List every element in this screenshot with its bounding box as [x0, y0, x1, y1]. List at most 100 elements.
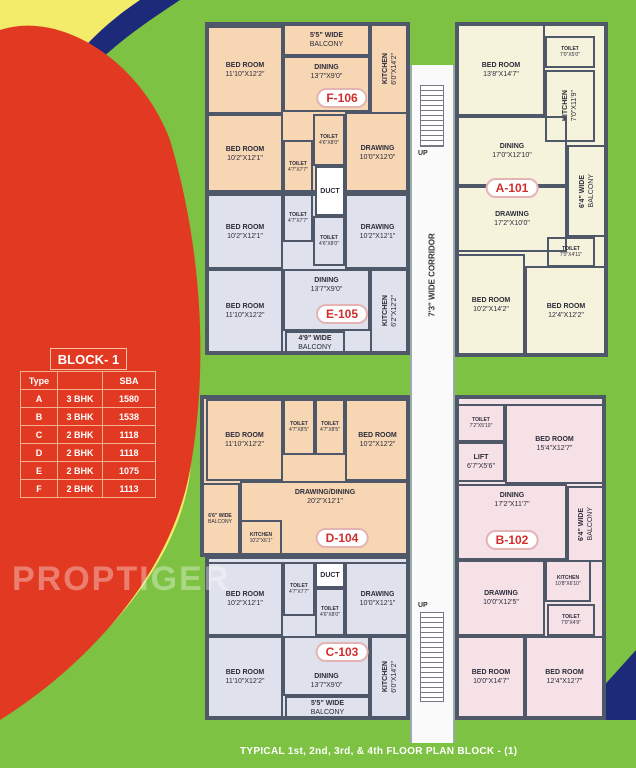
room-bed-room: BED ROOM 12'4"X12'7"	[525, 636, 604, 718]
room-name: BED ROOM	[225, 432, 264, 439]
room-dimensions: 17'2"X10'0"	[494, 220, 530, 227]
unit-badge-c-103: C-103	[315, 642, 369, 662]
room-name: BED ROOM	[546, 302, 586, 310]
room-name: TOILET	[290, 583, 308, 589]
room-dimensions: 7'0"X5'0"	[560, 52, 580, 58]
room-dimensions: 7'0"X11'9"	[571, 90, 578, 122]
unit-d-104	[200, 395, 410, 557]
room-dimensions: 6'2"X12'2"	[391, 295, 398, 327]
room-wide: 5'5" WIDE BALCONY	[285, 696, 370, 720]
unit-badge-a-101: A-101	[485, 178, 539, 198]
cell-bhk: 2 BHK	[57, 479, 103, 498]
up-label-top: UP	[418, 150, 428, 157]
cell-type: B	[20, 407, 58, 426]
room-name: BED ROOM	[225, 303, 265, 310]
room-dimensions: 10'2"X12'1"	[227, 155, 263, 162]
room-name: KITCHEN	[382, 661, 389, 693]
room-dimensions: BALCONY	[309, 41, 344, 48]
room-dimensions: BALCONY	[298, 344, 332, 351]
room-dimensions: 10'2"X12'1"	[359, 232, 396, 240]
cell-bhk: 2 BHK	[57, 425, 103, 444]
room-dimensions: 11'10"X12'2"	[225, 71, 265, 78]
room-name: DRAWING	[495, 211, 529, 218]
unit-badge-f-106: F-106	[316, 88, 368, 108]
room-dimensions: 4'7"X7'7"	[289, 589, 309, 595]
room-name: TOILET	[290, 421, 308, 427]
room-dimensions: 12'4"X12'7"	[546, 678, 583, 685]
room-dimensions: 4'7"X8'5"	[289, 427, 309, 433]
room-dimensions: 10'2"X6'1"	[249, 537, 273, 544]
room-dimensions: 10'0"X12'5"	[483, 599, 519, 606]
room-name: BED ROOM	[545, 669, 584, 676]
room-dimensions: 10'0"X12'1"	[359, 600, 396, 607]
room-name: TOILET	[472, 417, 490, 423]
room-dimensions: 11'10"X12'2"	[225, 678, 265, 685]
room-dimensions: 10'2"X12'2"	[359, 441, 396, 448]
room-name: 5'5" WIDE	[311, 700, 344, 707]
room-name: 6'6" WIDE	[208, 513, 232, 519]
room-name: LIFT	[473, 454, 489, 461]
room-name: BED ROOM	[225, 669, 265, 676]
room-lift: LIFT 6'7"X5'6"	[457, 442, 505, 482]
room-dimensions: BALCONY	[310, 709, 345, 716]
room-dimensions: 17'0"X12'10"	[492, 152, 532, 159]
block-title: BLOCK- 1	[50, 348, 127, 370]
room-name: BED ROOM	[225, 146, 265, 153]
cell-type: D	[20, 443, 58, 462]
room-dimensions: 6'7"X5'6"	[467, 463, 495, 470]
room-dimensions: 4'7"X7'7"	[288, 167, 308, 173]
up-label-bottom: UP	[418, 602, 428, 609]
room-name: KITCHEN	[382, 295, 389, 327]
room-dimensions: 4'6"X8'0"	[320, 612, 340, 618]
room-name: 5'5" WIDE	[310, 32, 343, 39]
room-dimensions: 4'6"X8'0"	[319, 241, 339, 247]
room-name: TOILET	[321, 606, 339, 612]
unit-badge-d-104: D-104	[315, 528, 369, 548]
room-bed-room: BED ROOM 10'2"X12'1"	[207, 114, 283, 194]
unit-badge-e-105: E-105	[315, 304, 369, 324]
room-name: TOILET	[321, 421, 339, 427]
room-name: KITCHEN	[556, 575, 580, 581]
room-name: DINING	[314, 673, 339, 680]
room-dimensions: 17'2"X11'7"	[494, 501, 530, 508]
room-dimensions: 4'6"X8'0"	[319, 140, 339, 146]
room-dimensions: BALCONY	[586, 507, 594, 541]
room-name: BED ROOM	[225, 591, 265, 598]
room-name: TOILET	[562, 614, 580, 620]
room-name: DRAWING	[360, 145, 395, 152]
room-dimensions: 12'4"X12'2"	[548, 311, 584, 319]
cell-sba: 1113	[102, 479, 156, 498]
room-dimensions: 4'7"X7'7"	[288, 218, 308, 224]
room-dimensions: 20'2"X12'1"	[307, 498, 343, 505]
plan-caption: TYPICAL 1st, 2nd, 3rd, & 4th FLOOR PLAN …	[240, 746, 518, 757]
room-name: BED ROOM	[358, 432, 397, 439]
